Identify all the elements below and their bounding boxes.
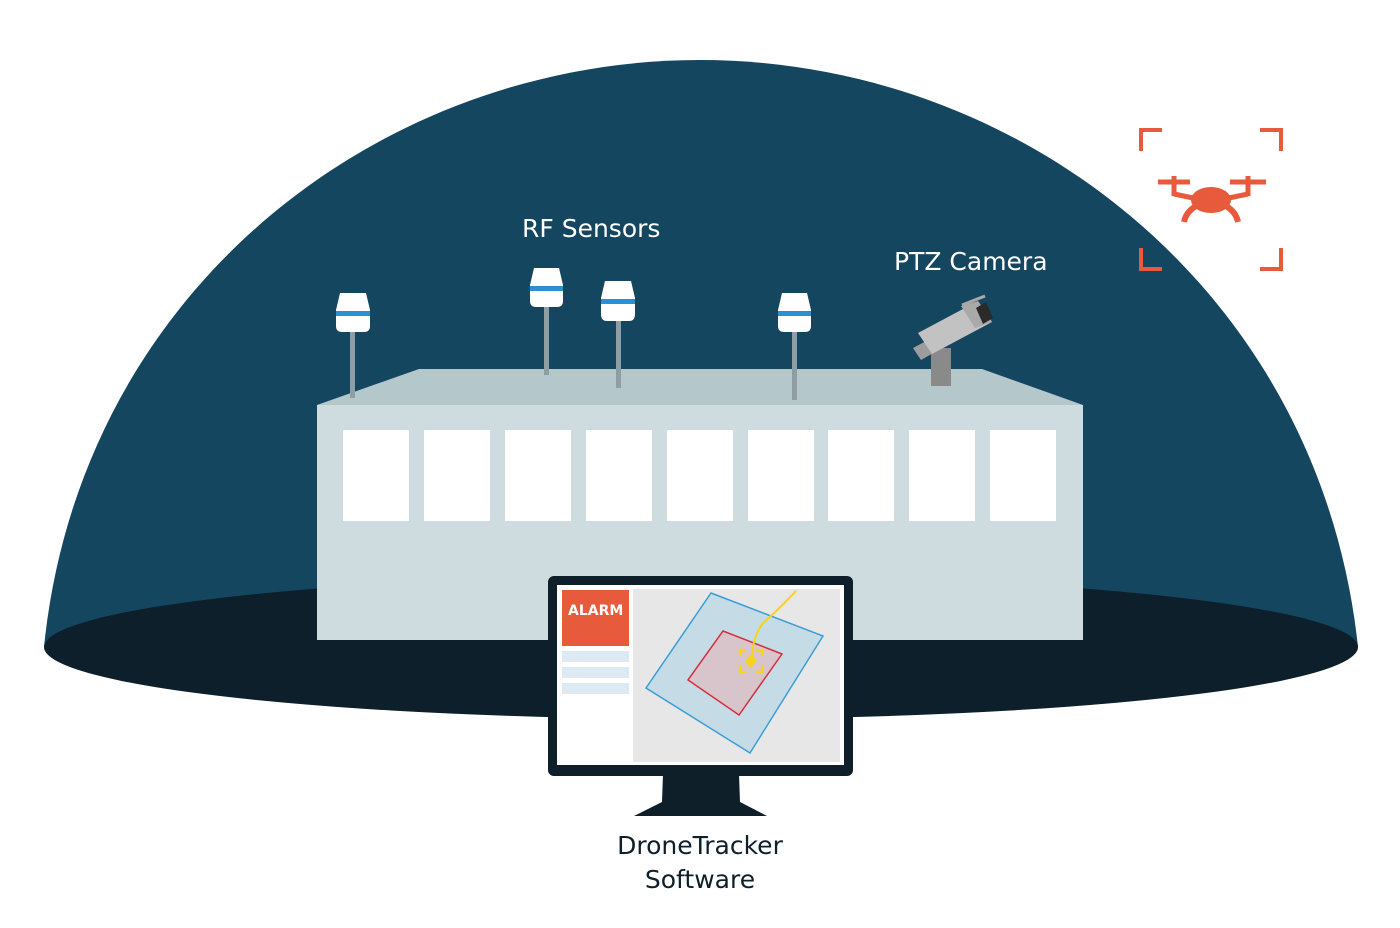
- alarm-label: ALARM: [568, 603, 623, 619]
- window: [343, 430, 409, 521]
- list-item: [562, 651, 629, 662]
- ptz-camera-label: PTZ Camera: [894, 247, 1048, 276]
- window: [586, 430, 652, 521]
- software-label-line2: Software: [644, 865, 756, 894]
- rf-sensors-label: RF Sensors: [522, 214, 661, 243]
- window: [748, 430, 814, 521]
- window: [667, 430, 733, 521]
- window: [909, 430, 975, 521]
- window: [505, 430, 571, 521]
- list-item: [562, 667, 629, 678]
- target-bracket-icon: [1139, 128, 1283, 271]
- monitor-stand: [634, 774, 767, 816]
- window: [990, 430, 1056, 521]
- ptz-camera-icon: [913, 294, 993, 386]
- software-label: DroneTracker Software: [590, 829, 810, 897]
- inner-zone: [686, 630, 784, 717]
- software-label-line1: DroneTracker: [617, 831, 783, 860]
- rf-sensor-icon: [336, 293, 370, 398]
- list-item: [562, 683, 629, 694]
- rf-sensor-icon: [601, 281, 635, 388]
- building-windows: [343, 430, 1056, 521]
- alarm-box: [562, 590, 629, 646]
- building-roof: [317, 369, 1083, 405]
- window: [424, 430, 490, 521]
- window: [828, 430, 894, 521]
- target-marker-icon: [738, 648, 764, 674]
- drone-track: [751, 590, 797, 661]
- drone-marker: [745, 654, 757, 668]
- rf-sensor-icon: [778, 293, 811, 400]
- drone-icon: [1158, 176, 1266, 223]
- monitor: ALARM: [548, 576, 853, 816]
- rf-sensor-icon: [530, 268, 563, 375]
